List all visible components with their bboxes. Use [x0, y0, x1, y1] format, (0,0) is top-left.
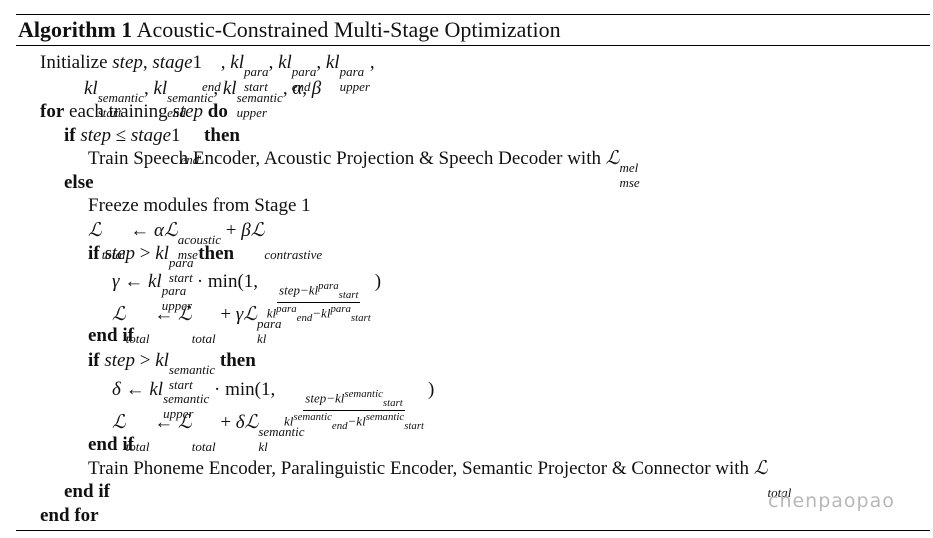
line-for: for each training step do [40, 101, 228, 122]
if-keyword: if [64, 125, 76, 146]
min-text: min(1, [225, 379, 276, 400]
for-keyword: for [40, 101, 65, 122]
line-train-speech: Train Speech Encoder, Acoustic Projectio… [88, 147, 640, 190]
line-end-if-para: end if [88, 326, 134, 345]
end-if-keyword: end if [88, 434, 134, 455]
do-keyword: do [207, 101, 228, 122]
else-keyword: else [64, 172, 94, 193]
then-keyword: then [219, 350, 256, 371]
line-else: else [64, 173, 94, 192]
line-if-stage: if step ≤ stage1 end then [64, 125, 240, 167]
line-train-phoneme: Train Phoneme Encoder, Paralinguistic En… [88, 457, 792, 500]
line-end-if-semantic: end if [88, 435, 134, 454]
for-text: each training [69, 101, 168, 122]
if-keyword: if [88, 350, 100, 371]
min-text: min(1, [207, 271, 259, 292]
initialize-keyword: Initialize [40, 52, 108, 73]
then-keyword: then [198, 243, 235, 264]
if-keyword: if [88, 243, 100, 264]
bottom-rule [16, 530, 930, 531]
line-freeze: Freeze modules from Stage 1 [88, 196, 311, 215]
then-keyword: then [204, 125, 240, 146]
algorithm-name: Acoustic-Constrained Multi-Stage Optimiz… [136, 17, 561, 42]
end-for-keyword: end for [40, 505, 99, 526]
algorithm-title: Algorithm 1 Acoustic-Constrained Multi-S… [18, 17, 561, 43]
train-phoneme-text: Train Phoneme Encoder, Paralinguistic En… [88, 458, 750, 479]
watermark: chenpaopao [768, 490, 895, 512]
train-speech-text: Train Speech Encoder, Acoustic Projectio… [88, 148, 601, 169]
end-if-keyword: end if [64, 481, 110, 502]
algorithm-label: Algorithm 1 [18, 17, 133, 42]
top-rule [16, 14, 930, 15]
freeze-text: Freeze modules from Stage 1 [88, 195, 311, 216]
line-end-if-outer: end if [64, 482, 110, 501]
end-if-keyword: end if [88, 325, 134, 346]
line-end-for: end for [40, 506, 99, 525]
header-rule [16, 45, 930, 46]
